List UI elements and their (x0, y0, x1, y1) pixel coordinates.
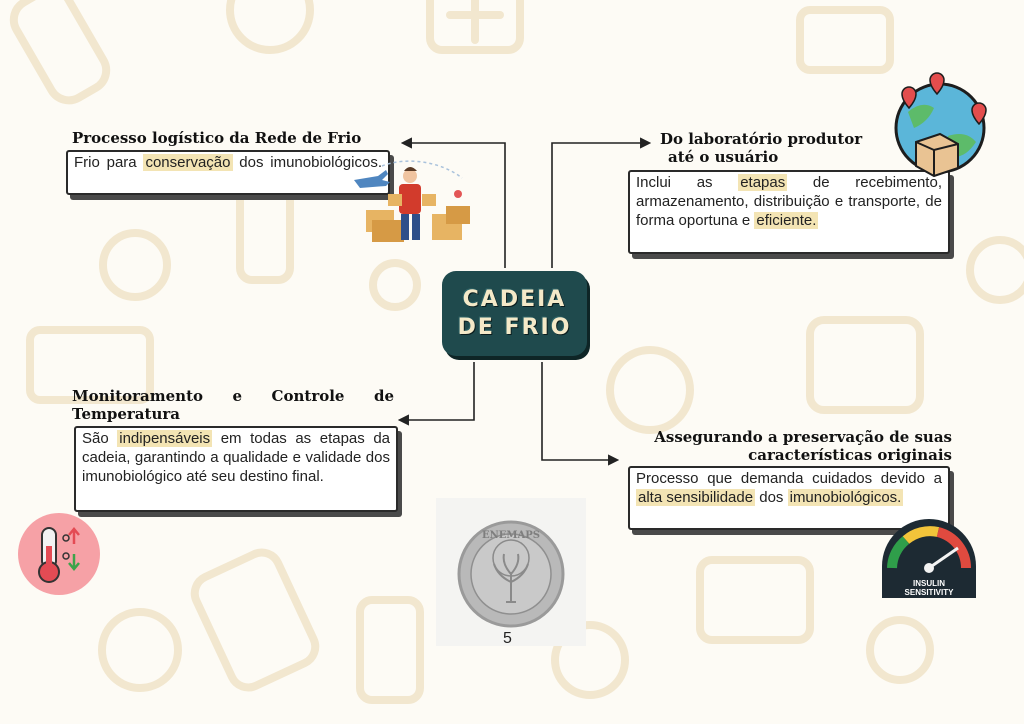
connector-bottom-right (541, 362, 620, 466)
branch-1-text: Frio para conservação dos imunobiológico… (74, 153, 382, 172)
globe-parcel-illustration (894, 72, 987, 178)
highlight-segment: alta sensibilidade (636, 489, 756, 506)
connector-top-right (551, 137, 652, 268)
highlight-segment: indipensáveis (117, 430, 213, 447)
gauge-illustration: INSULIN SENSITIVITY (882, 519, 976, 598)
branch-1-box: Frio para conservação dos imunobiológico… (66, 150, 390, 195)
branch-2-box: Inclui as etapas de recebimento, armazen… (628, 170, 950, 254)
branch-2-title: Do laboratório produtor até o usuário (660, 130, 900, 166)
enemaps-seal-logo: ENEMAPS (436, 498, 586, 646)
text-segment: de recebimento, armazenamento, distribui… (636, 174, 942, 229)
text-segment: Processo que demanda cuidados devido a (636, 470, 942, 487)
location-pin-icon (454, 190, 462, 198)
branch-2-title-line1: Do laboratório produtor (660, 130, 863, 148)
highlight-segment: etapas (738, 174, 788, 191)
branch-3-text: São indipensáveis em todas as etapas da … (82, 429, 390, 486)
highlight-segment: imunobiológicos. (787, 489, 904, 506)
branch-4-title-line1: Assegurando a preservação de suas (654, 428, 952, 446)
connector-bottom-left (397, 362, 475, 426)
logistics-worker-illustration (354, 160, 470, 242)
text-segment: Frio para (74, 154, 144, 171)
central-node-line2: DE FRIO (457, 314, 572, 340)
page-number: 5 (503, 630, 512, 647)
connector-top-left (400, 137, 506, 268)
branch-3-title: Monitoramento e Controle de Temperatura (72, 387, 394, 423)
branch-2-text: Inclui as etapas de recebimento, armazen… (636, 173, 942, 230)
central-node: CADEIA DE FRIO (442, 271, 587, 356)
text-segment: São (82, 430, 118, 447)
seal-text: ENEMAPS (482, 530, 540, 541)
text-segment: dos imunobiológicos. (232, 154, 382, 171)
branch-4-title-line2: características originais (748, 446, 952, 464)
central-node-line1: CADEIA (462, 286, 567, 312)
text-segment: Inclui as (636, 174, 739, 191)
gauge-label-line1: INSULIN (913, 579, 945, 588)
thermometer-icon (18, 513, 100, 595)
branch-4-box: Processo que demanda cuidados devido a a… (628, 466, 950, 530)
highlight-segment: conservação (143, 154, 233, 171)
text-segment: em todas as etapas da cadeia, garantindo… (82, 430, 391, 485)
branch-3-box: São indipensáveis em todas as etapas da … (74, 426, 398, 512)
branch-1-title: Processo logístico da Rede de Frio (72, 129, 362, 147)
branch-2-title-line2: até o usuário (668, 148, 779, 166)
branch-4-text: Processo que demanda cuidados devido a a… (636, 469, 942, 507)
map-pin-icon (901, 72, 987, 126)
text-segment: dos (755, 489, 788, 506)
airplane-icon (354, 170, 390, 188)
branch-4-title: Assegurando a preservação de suas caract… (640, 428, 952, 464)
highlight-segment: eficiente. (754, 212, 819, 229)
gauge-label-line2: SENSITIVITY (905, 588, 955, 597)
